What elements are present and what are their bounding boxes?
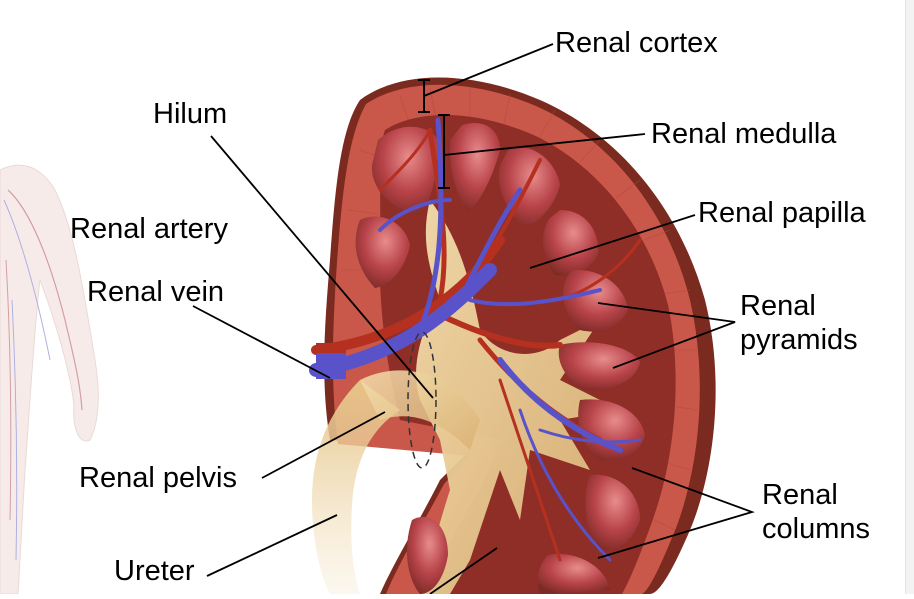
leader-renal-vein <box>192 305 331 379</box>
leader-bottom <box>429 547 498 595</box>
body-figure <box>0 164 99 595</box>
label-renal-cortex: Renal cortex <box>555 27 718 59</box>
leader-renal-cortex <box>423 43 554 97</box>
label-hilum: Hilum <box>153 98 228 130</box>
label-renal-vein: Renal vein <box>87 276 225 308</box>
leader-renal-pelvis <box>261 411 386 479</box>
thickness-brackets <box>418 79 450 189</box>
label-ureter: Ureter <box>114 555 195 587</box>
leader-lines <box>192 43 755 595</box>
leader-renal-papilla <box>529 214 696 269</box>
renal-pyramids <box>355 122 645 594</box>
label-renal-medulla: Renal medulla <box>651 118 837 150</box>
label-renal-columns-line2: columns <box>762 513 870 545</box>
label-renal-artery: Renal artery <box>70 213 228 245</box>
leader-ureter <box>206 514 338 577</box>
label-renal-pelvis: Renal pelvis <box>79 462 237 494</box>
label-renal-columns-line1: Renal <box>762 479 838 511</box>
label-renal-papilla: Renal papilla <box>698 197 866 229</box>
leader-renal-medulla <box>443 133 646 156</box>
scrollbar[interactable] <box>905 0 914 594</box>
veins <box>309 117 642 562</box>
ureter-shape <box>312 380 400 594</box>
label-renal-pyramids-line2: pyramids <box>740 324 858 356</box>
hilum-outline <box>407 331 437 469</box>
leader-renal-pyramids <box>597 302 736 369</box>
kidney <box>309 77 716 595</box>
renal-artery-stub <box>316 343 346 353</box>
label-renal-pyramids-line1: Renal <box>740 290 816 322</box>
leader-renal-columns <box>597 467 755 559</box>
leader-hilum <box>210 135 434 399</box>
